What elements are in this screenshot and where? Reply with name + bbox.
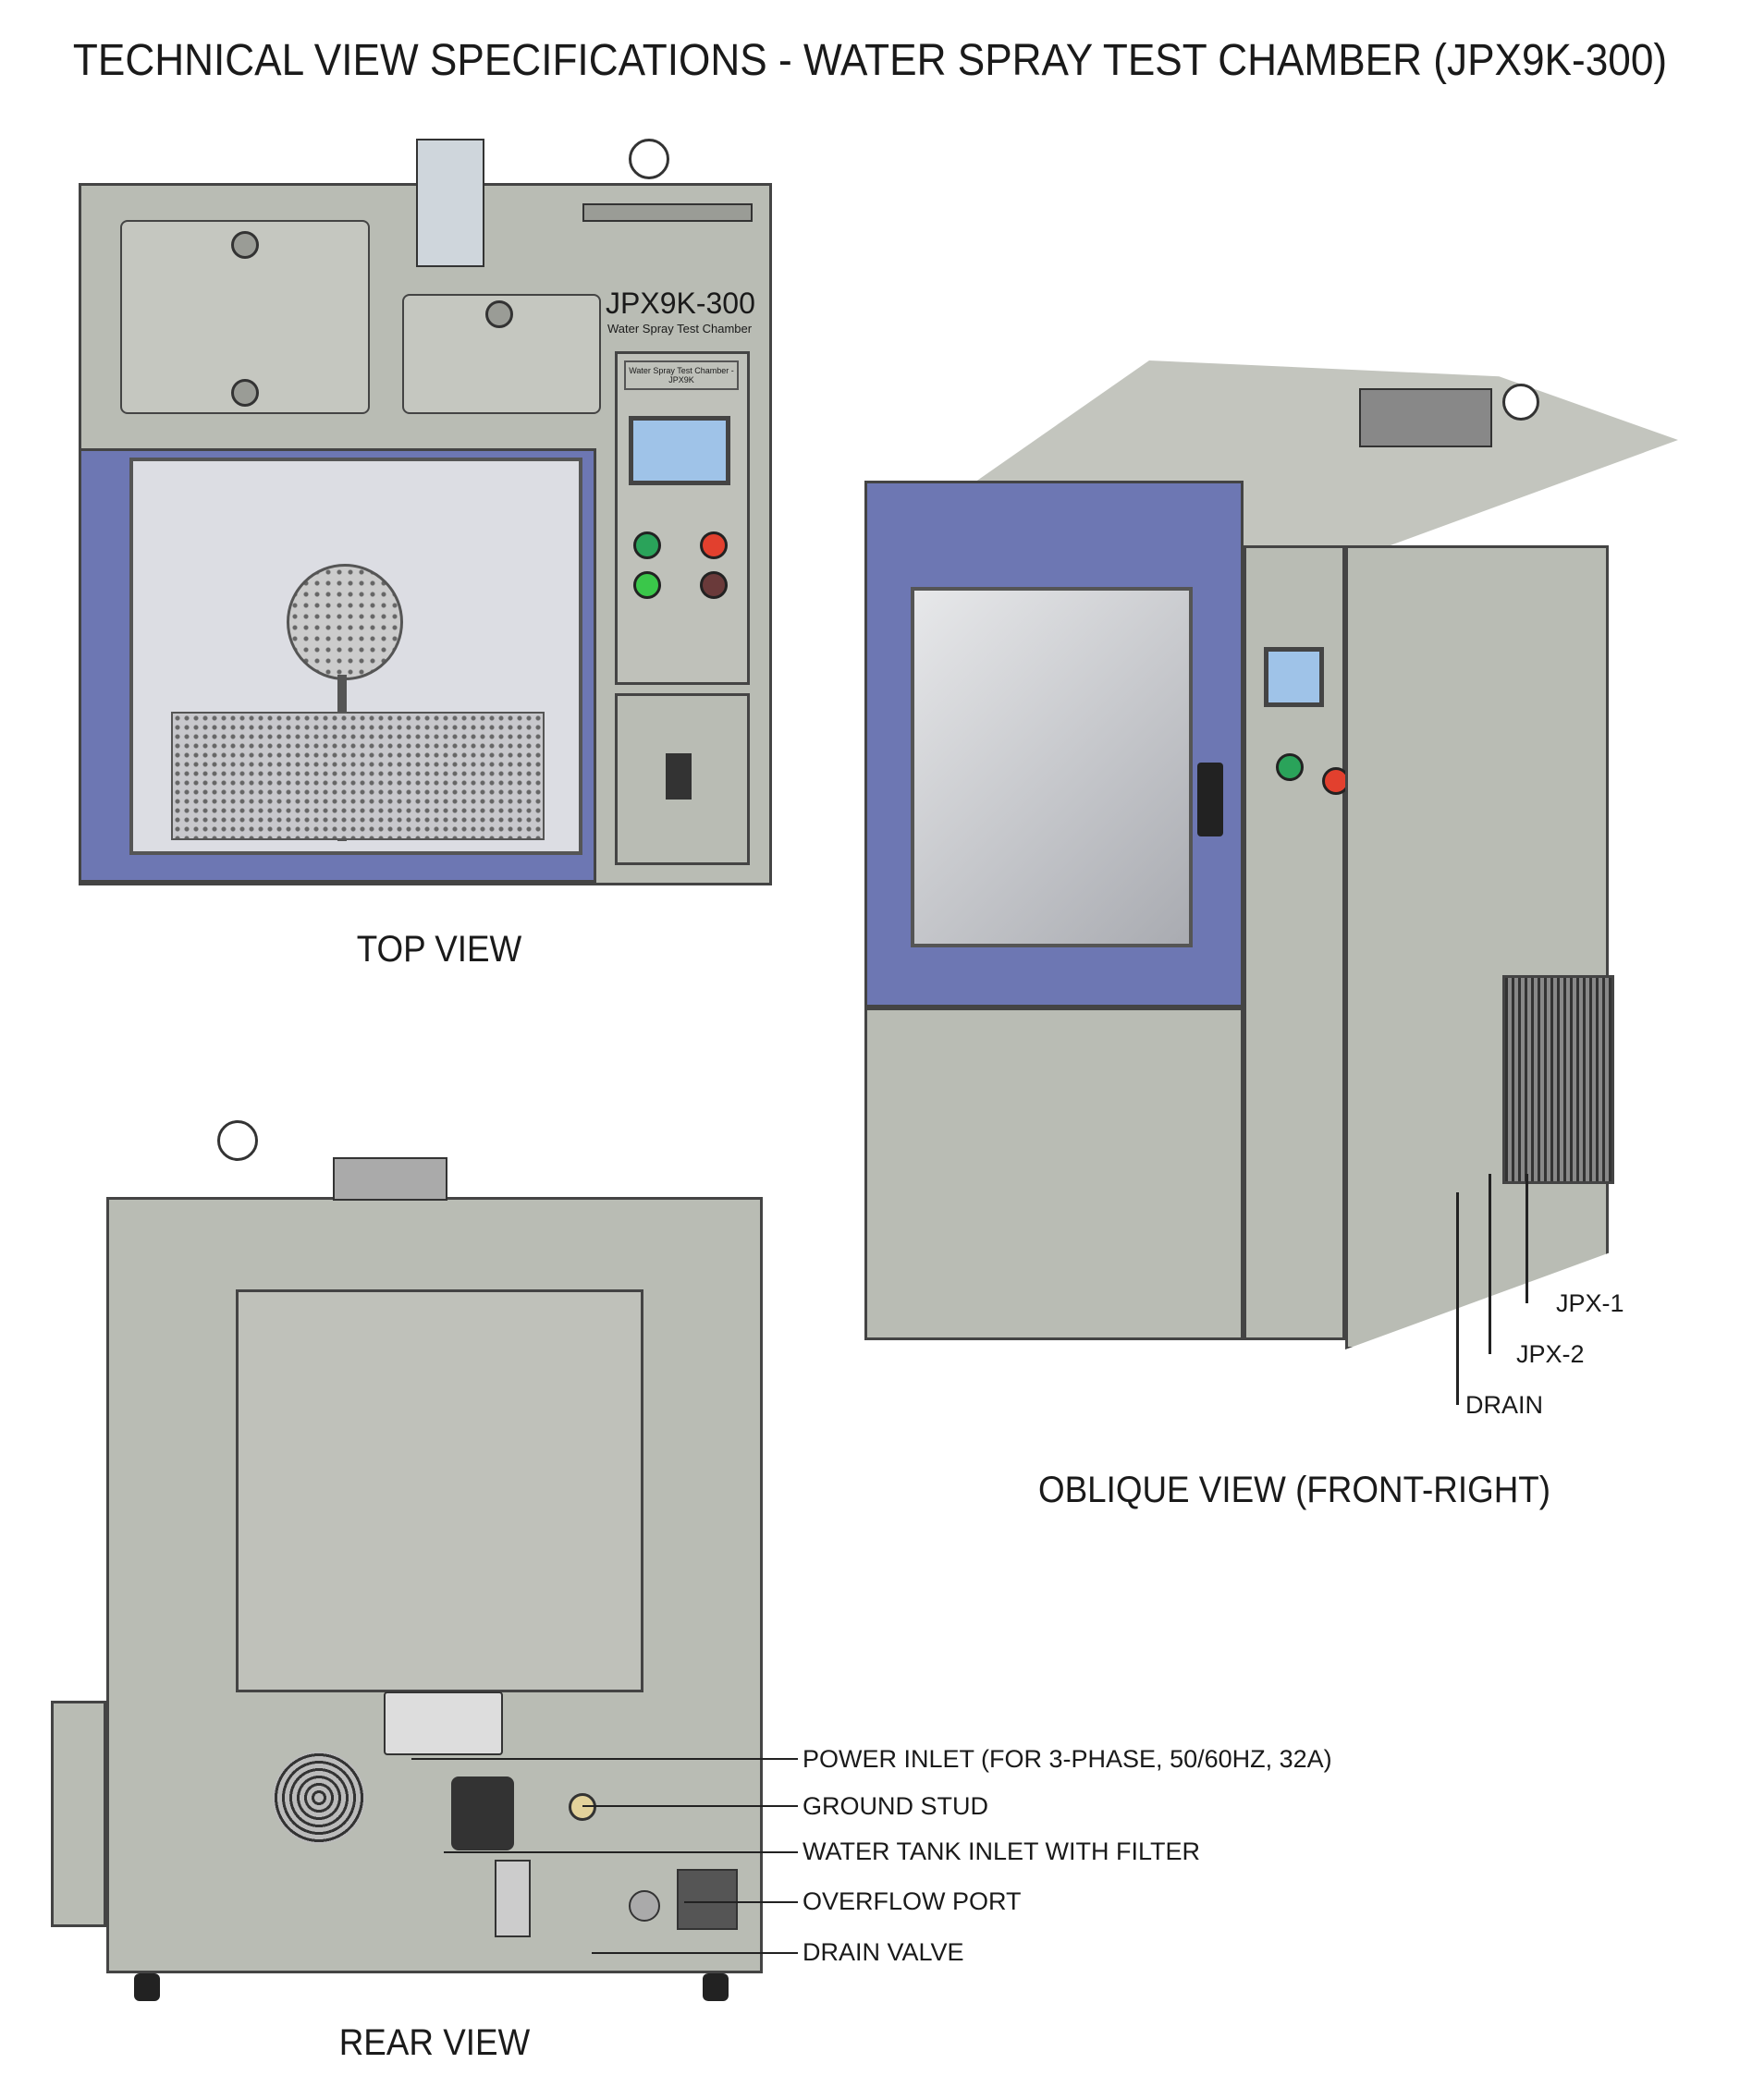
power-switch-panel	[615, 693, 750, 865]
touch-screen[interactable]	[1264, 647, 1324, 707]
green-indicator-icon[interactable]	[633, 571, 661, 599]
perforated-plate	[171, 712, 545, 840]
electrical-box	[333, 1157, 447, 1201]
door-handle[interactable]	[1197, 763, 1223, 836]
latch-icon	[231, 231, 259, 259]
callout-line-jpx1	[1526, 1174, 1528, 1303]
callout-line-drain	[1456, 1192, 1459, 1405]
callout-ground-stud: GROUND STUD	[803, 1792, 988, 1820]
access-cover	[236, 1289, 643, 1692]
callout-overflow-port: OVERFLOW PORT	[803, 1887, 1022, 1915]
touch-screen[interactable]	[629, 416, 730, 485]
rear-view-label: REAR VIEW	[338, 2022, 531, 2063]
callout-line-ground	[582, 1805, 798, 1807]
power-switch[interactable]	[666, 753, 692, 800]
callout-jpx2: JPX-2	[1516, 1340, 1585, 1368]
rear-view	[46, 1109, 786, 2001]
chamber-window	[911, 587, 1193, 947]
callout-water-inlet: WATER TANK INLET WITH FILTER	[803, 1838, 1201, 1865]
green-indicator-icon[interactable]	[1276, 753, 1304, 781]
latch-icon	[231, 379, 259, 407]
callout-line-drain-valve	[592, 1952, 798, 1954]
power-inlet[interactable]	[451, 1776, 514, 1850]
callout-power-inlet: POWER INLET (FOR 3-PHASE, 50/60HZ, 32A)	[803, 1745, 1332, 1773]
latch-icon	[485, 300, 513, 328]
callout-line-jpx2	[1489, 1174, 1491, 1354]
spray-disc	[287, 564, 403, 680]
green-indicator-icon[interactable]	[633, 531, 661, 559]
ground-stud	[569, 1793, 596, 1821]
access-panel	[402, 294, 601, 414]
pressure-gauge-icon	[1502, 384, 1539, 421]
top-view-label: TOP VIEW	[356, 929, 522, 970]
side-panel	[1345, 545, 1609, 1349]
control-column	[1244, 545, 1345, 1340]
stop-indicator-icon[interactable]	[700, 571, 728, 599]
model-label: JPX9K-300	[606, 287, 755, 320]
control-panel	[615, 351, 750, 685]
model-subtitle: Water Spray Test Chamber	[607, 322, 753, 336]
filter-regulator	[416, 139, 484, 267]
pressure-gauge-icon	[629, 139, 669, 179]
callout-line-overflow	[684, 1901, 798, 1903]
front-lower-panel	[864, 1007, 1244, 1340]
red-indicator-icon[interactable]	[700, 531, 728, 559]
page-title: TECHNICAL VIEW SPECIFICATIONS - WATER SP…	[72, 36, 1668, 85]
callout-line-power	[411, 1758, 798, 1760]
callout-drain: DRAIN	[1465, 1391, 1544, 1419]
overflow-port[interactable]	[677, 1869, 738, 1930]
control-panel-header: Water Spray Test Chamber - JPX9K	[624, 360, 739, 390]
side-unit	[51, 1701, 106, 1927]
caster-icon	[134, 1973, 160, 2001]
top-view: JPX9K-300 Water Spray Test Chamber Water…	[79, 139, 781, 906]
caster-icon	[703, 1973, 729, 2001]
callout-line-water	[444, 1851, 798, 1853]
junction-box	[1359, 388, 1492, 447]
pressure-gauge-icon	[217, 1120, 258, 1161]
condenser-grille	[1502, 975, 1614, 1184]
callout-drain-valve: DRAIN VALVE	[803, 1938, 964, 1966]
oblique-view-label: OBLIQUE VIEW (FRONT-RIGHT)	[1037, 1470, 1551, 1510]
callout-jpx1: JPX-1	[1556, 1289, 1624, 1317]
water-inlet-filter[interactable]	[495, 1860, 531, 1937]
water-pipe	[582, 203, 753, 222]
drain-valve[interactable]	[629, 1890, 660, 1922]
spec-plate	[384, 1691, 503, 1755]
fan-icon	[273, 1752, 365, 1844]
oblique-view	[864, 360, 1678, 1405]
